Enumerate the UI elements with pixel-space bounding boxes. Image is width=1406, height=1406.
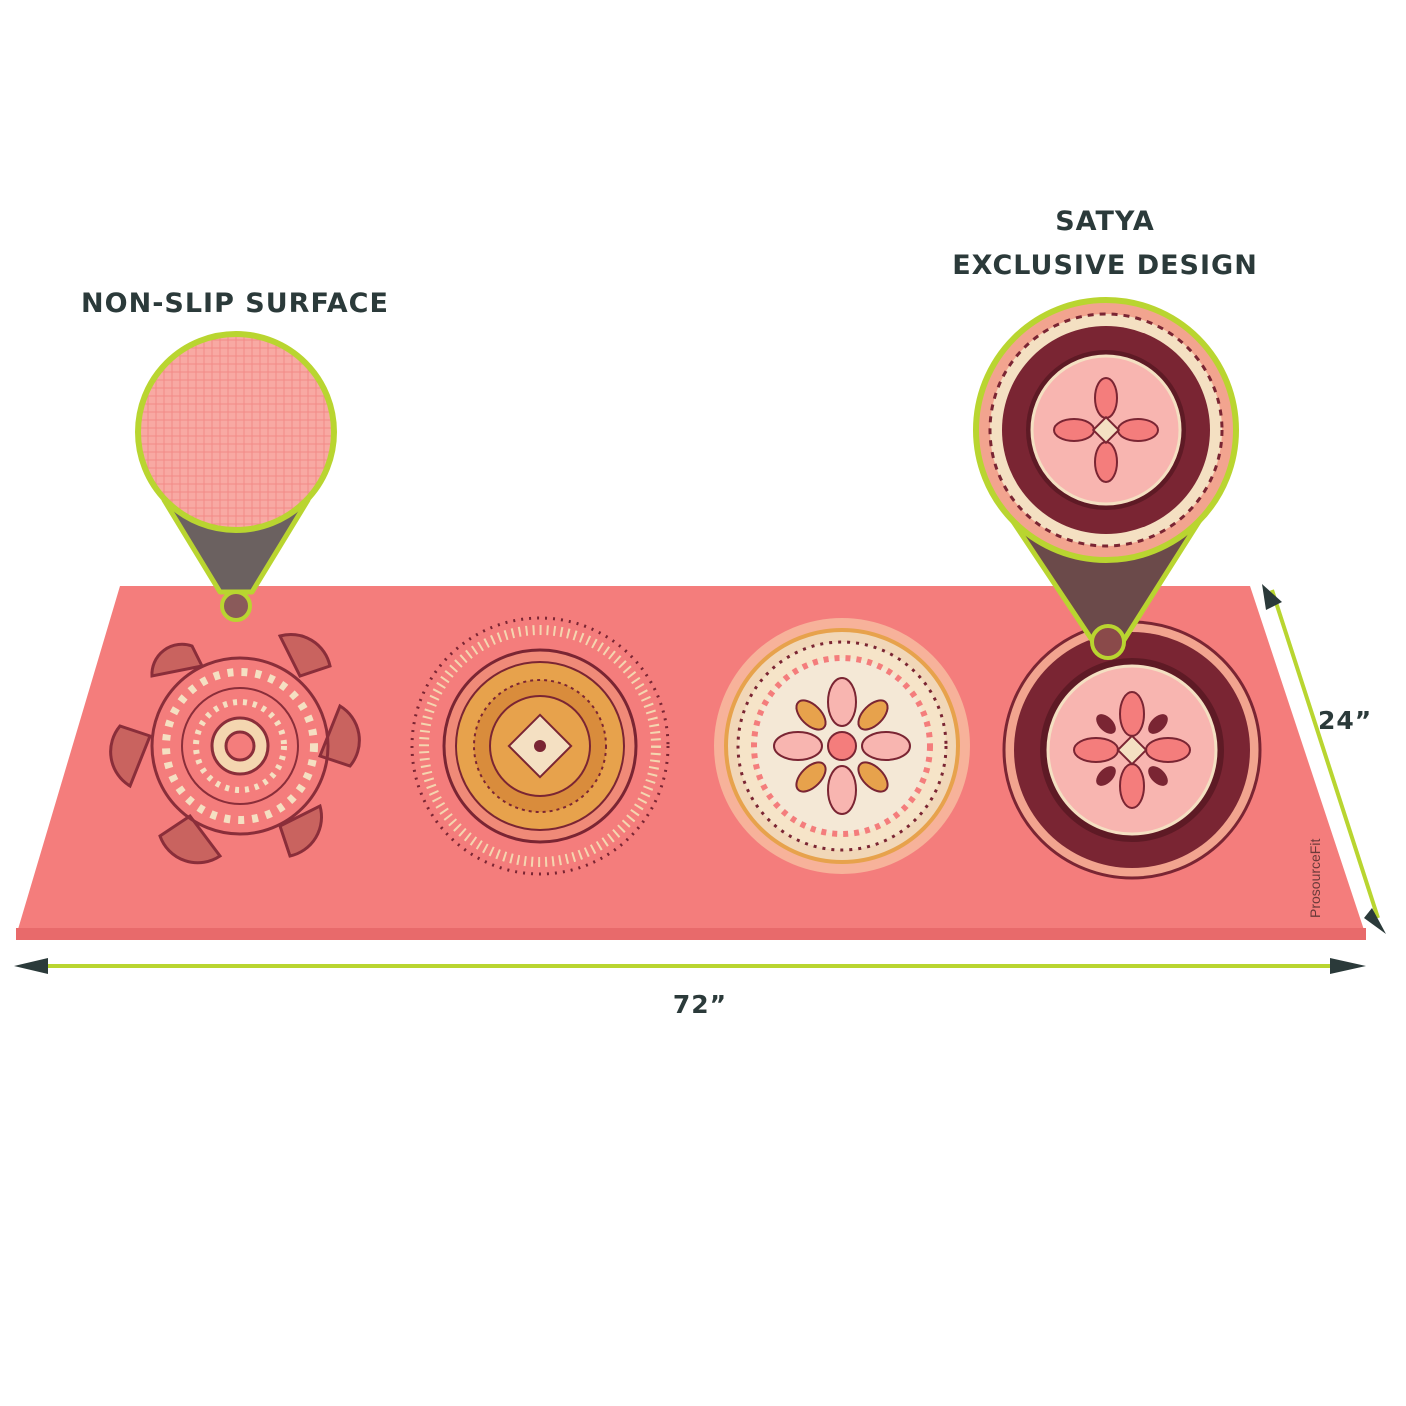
design-zoom-callout <box>973 297 1239 660</box>
length-label: 72” <box>672 990 728 1019</box>
surface-zoom-callout <box>135 331 337 622</box>
yoga-mat-front-edge <box>16 928 1366 940</box>
satya-design-label-line2: EXCLUSIVE DESIGN <box>952 250 1258 281</box>
length-dimension-arrow <box>14 958 1366 974</box>
mandala-1 <box>109 632 361 865</box>
brand-logo-text: ProsourceFit <box>1307 839 1323 918</box>
brand-logo: ProsourceFit <box>1307 839 1323 918</box>
satya-design-label-line1: SATYA <box>1055 206 1155 237</box>
satya-design-label: SATYA EXCLUSIVE DESIGN <box>930 200 1280 288</box>
mandala-3 <box>714 618 970 874</box>
width-dimension-arrow <box>1262 584 1386 934</box>
mandala-2 <box>410 616 670 876</box>
width-label: 24” <box>1318 706 1373 735</box>
non-slip-surface-label: NON-SLIP SURFACE <box>81 288 389 319</box>
mandala-4-satya <box>1002 620 1262 880</box>
